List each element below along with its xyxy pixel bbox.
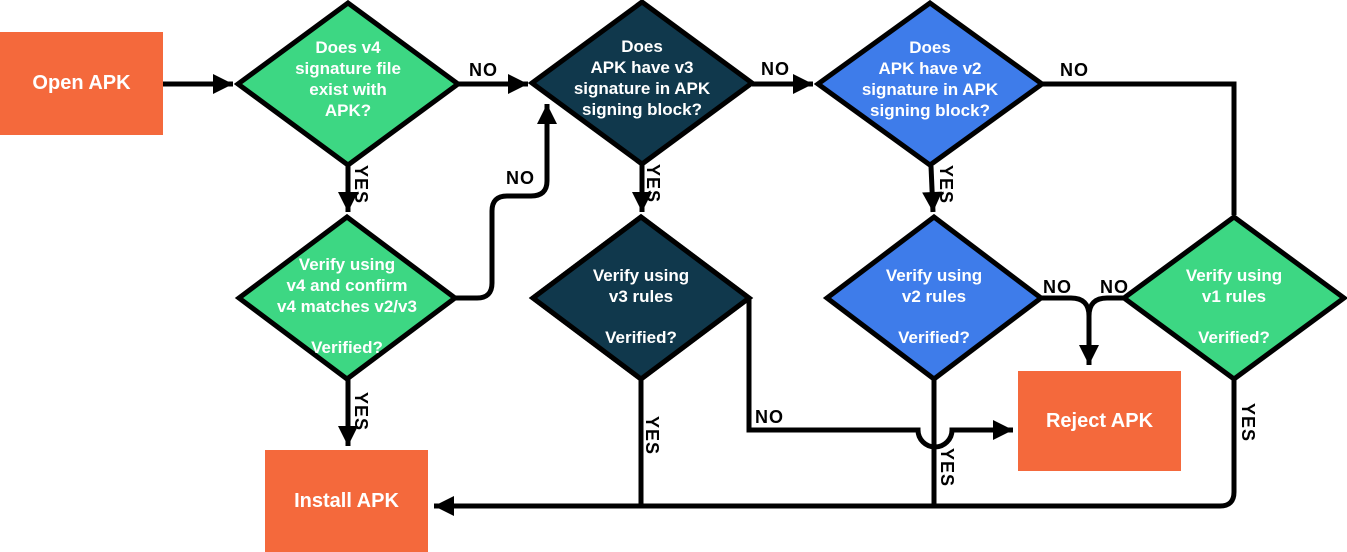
edge-label-v3block-yes: YES [643,164,663,204]
node-reject-apk-label: Reject APK [1045,409,1154,432]
node-install-apk: Install APK [265,450,428,552]
edge-verifyv1-yes-to-install [434,379,1237,516]
edge-label-v2block-no: NO [1060,60,1089,80]
node-v3-in-block-shape [527,0,757,168]
edge-label-v4exists-yes: YES [351,165,371,205]
edge-verifyv1-no-to-reject [1086,295,1124,332]
node-verify-v1-shape [1119,213,1347,383]
edge-label-verifyv2-no: NO [1043,277,1072,297]
edge-label-verifyv4-no: NO [506,168,535,188]
edge-label-verifyv1-no: NO [1100,277,1129,297]
node-open-apk-label: Open APK [32,72,131,94]
node-open-apk: Open APK [0,32,163,135]
edge-v3block... edge-v3-yes [922,165,943,213]
node-v2-in-block-shape [813,0,1047,169]
edge-label-verifyv2-yes: YES [937,448,957,488]
node-verify-v2-shape [822,213,1046,383]
edge-label-v3block-no: NO [761,59,790,79]
edge-label-v2block-yes: YES [936,165,956,205]
edge-label-verifyv1-yes: YES [1238,403,1258,443]
edge-label-verifyv4-yes: YES [351,392,371,432]
edge-label-verifyv3-no: NO [755,407,784,427]
edge-verifyv4-no-to-v3block [455,104,557,301]
node-v4-exists-shape [233,0,463,169]
node-verify-v4-shape2 [234,213,460,383]
edge-verifyv2-no-to-reject [1041,295,1099,365]
edge-label-v4exists-no: NO [469,60,498,80]
node-install-apk-label: Install APK [294,489,399,512]
edge-label-verifyv3-yes: YES [642,416,662,456]
edge-v2block-no-to-verifyv1 [1040,81,1237,215]
node-verify-v3-shape [528,213,754,383]
node-reject-apk: Reject APK [1018,371,1181,471]
